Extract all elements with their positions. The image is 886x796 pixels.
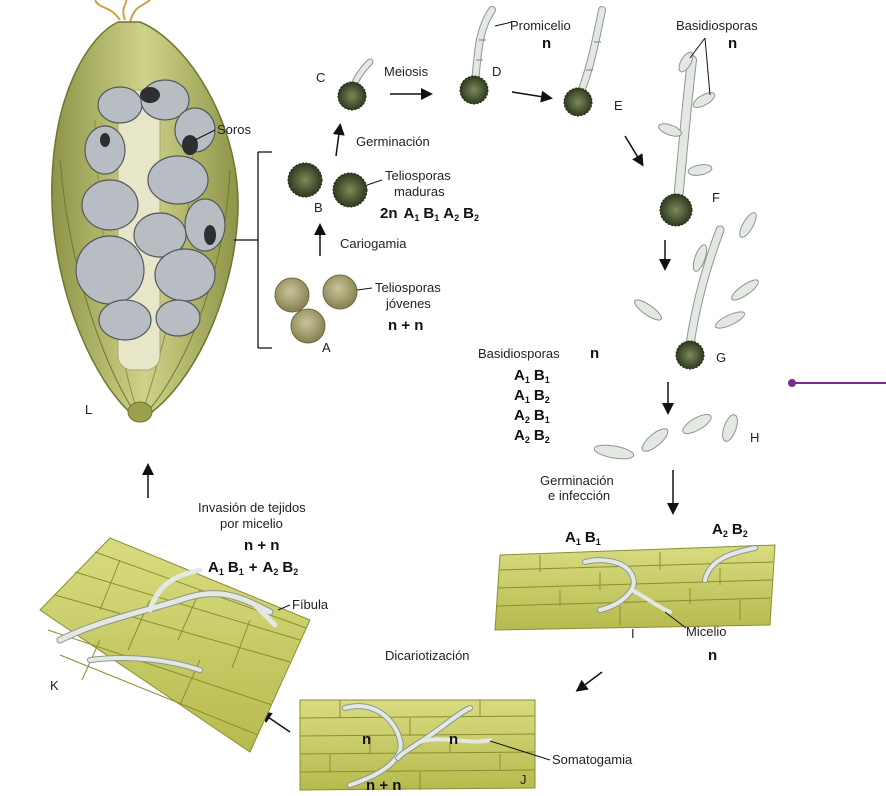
germinating-spore-C [338, 62, 370, 110]
basidium-G [632, 210, 761, 369]
label-micelio-n: n [708, 647, 717, 664]
stage-letter-I: I [631, 626, 635, 641]
genotype-a1b2: A1B2 [514, 387, 550, 405]
genotype-I-left: A1B1 [565, 529, 601, 547]
genotype-I-right: A2B2 [712, 521, 748, 539]
label-basidiosporas-mid: Basidiosporas [478, 346, 560, 361]
stage-letter-A: A [322, 340, 331, 355]
stage-letter-J: J [520, 772, 527, 787]
stage-letter-B: B [314, 200, 323, 215]
accent-marker-dot [788, 379, 796, 387]
genotype-K: A1B1+A2B2 [208, 559, 298, 577]
genotype-list: A1B1 A1B2 A2B1 A2B2 [514, 367, 550, 445]
label-basidiosporas-mid-n: n [590, 345, 599, 362]
label-j-n-right: n [449, 731, 458, 748]
stage-letter-F: F [712, 190, 720, 205]
label-promicelio-n: n [542, 35, 551, 52]
label-teliosporas-maduras-2: maduras [394, 184, 445, 199]
label-fibula: Fíbula [292, 597, 329, 612]
stage-letter-K: K [50, 678, 59, 693]
corn-ear-with-soros [52, 0, 238, 422]
label-dicariotizacion: Dicariotización [385, 648, 470, 663]
promycelium-D [460, 10, 492, 104]
stage-letter-L: L [85, 402, 92, 417]
label-teliosporas-jovenes-1: Teliosporas [375, 280, 441, 295]
bracket-line [234, 152, 272, 348]
label-n-plus-n-A: n + n [388, 317, 423, 334]
label-soros: Soros [217, 122, 251, 137]
genotype-a1b1: A1B1 [514, 367, 550, 385]
label-meiosis: Meiosis [384, 64, 429, 79]
label-j-n-left: n [362, 731, 371, 748]
stage-letter-C: C [316, 70, 325, 85]
label-germinacion: Germinación [356, 134, 430, 149]
stage-letter-E: E [614, 98, 623, 113]
label-invasion-2: por micelio [220, 516, 283, 531]
tissue-J [300, 700, 535, 790]
label-genotype-B: 2nA1B1A2B2 [380, 205, 479, 223]
label-basidiosporas-top: Basidiosporas [676, 18, 758, 33]
young-teliospores [275, 275, 357, 343]
genotype-a2b1: A2B1 [514, 407, 550, 425]
label-germinacion-infeccion-1: Germinación [540, 473, 614, 488]
basidiospores-H [593, 411, 740, 462]
label-teliosporas-jovenes-2: jóvenes [385, 296, 431, 311]
stage-letter-G: G [716, 350, 726, 365]
label-cariogamia: Cariogamia [340, 236, 407, 251]
stage-letter-D: D [492, 64, 501, 79]
mature-teliospores [288, 163, 367, 207]
label-promicelio: Promicelio [510, 18, 571, 33]
label-micelio: Micelio [686, 624, 726, 639]
genotype-a2b2: A2B2 [514, 427, 550, 445]
label-teliosporas-maduras-1: Teliosporas [385, 168, 451, 183]
stage-letter-H: H [750, 430, 759, 445]
label-somatogamia: Somatogamia [552, 752, 633, 767]
label-invasion-1: Invasión de tejidos [198, 500, 306, 515]
label-basidiosporas-top-n: n [728, 35, 737, 52]
label-invasion-nn: n + n [244, 537, 279, 554]
label-germinacion-infeccion-2: e infección [548, 488, 610, 503]
tissue-I [495, 545, 775, 630]
label-j-n-plus-n: n + n [366, 777, 401, 794]
